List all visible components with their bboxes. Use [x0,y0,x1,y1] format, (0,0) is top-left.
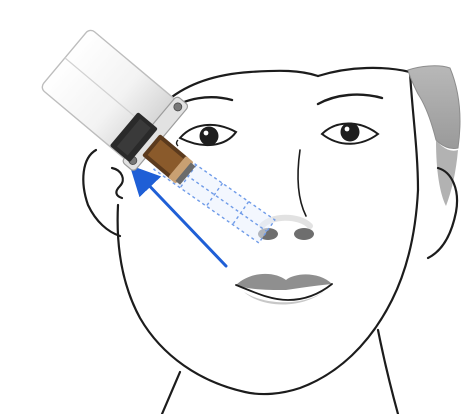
earring-left [112,168,123,198]
neck-line-left [162,372,180,414]
lips [236,274,332,305]
handheld-device-icon [37,25,196,186]
eye-left [177,125,237,146]
eye-right [322,123,378,144]
eyebrows [170,95,382,110]
ear-left [83,150,120,236]
eyebrow-right [318,95,382,104]
neck-line-right [378,330,398,414]
